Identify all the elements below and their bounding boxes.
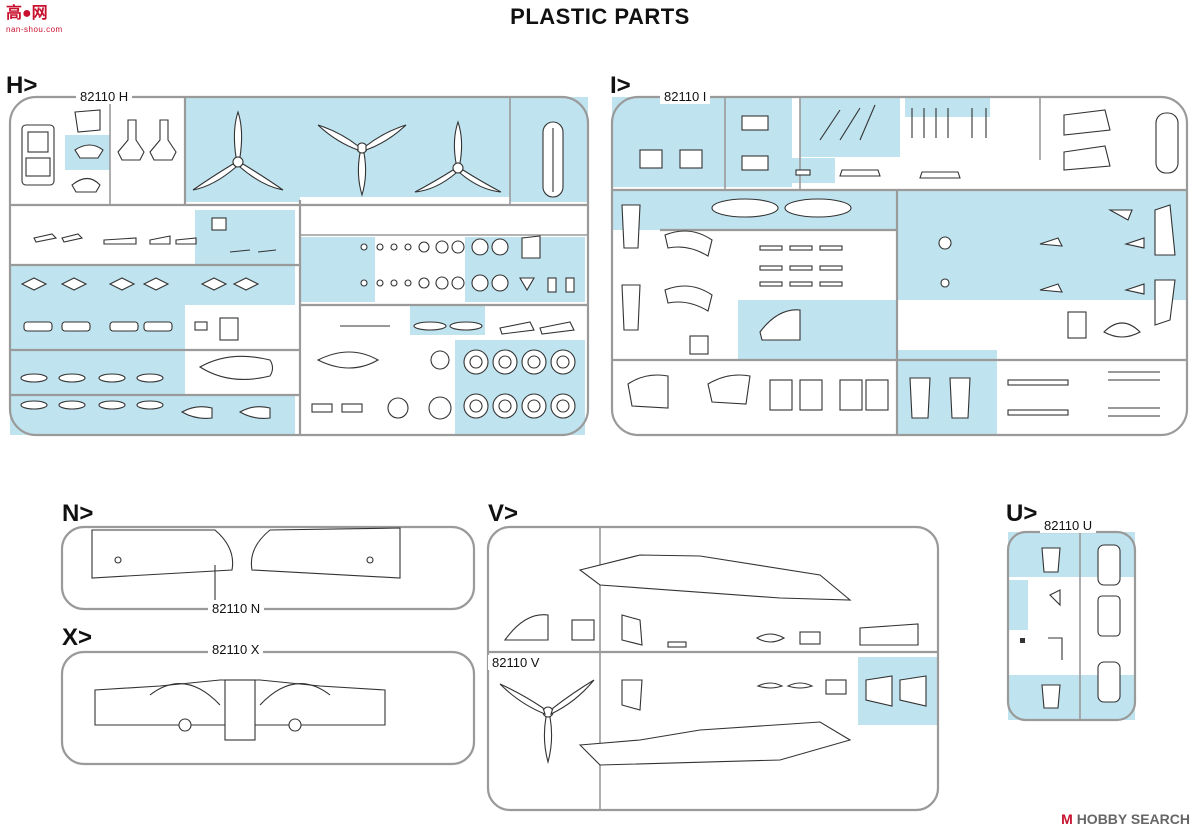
sprue-x <box>60 650 476 766</box>
page-title: PLASTIC PARTS <box>510 4 690 29</box>
watermark-left-brand: 高●网 <box>6 5 48 22</box>
sprue-h <box>8 95 590 437</box>
sprue-u <box>1006 530 1137 722</box>
sprue-n-label: N> <box>62 500 94 527</box>
sprue-h-label: H> <box>6 72 38 99</box>
sprue-n-code: 82110 N <box>208 601 265 616</box>
watermark-left-url: nan-shou.com <box>6 25 63 34</box>
sprue-h-code: 82110 H <box>76 89 133 104</box>
sprue-v-label: V> <box>488 500 519 527</box>
sprue-i <box>610 95 1189 437</box>
watermark-left: 高●网 nan-shou.com <box>6 6 63 38</box>
watermark-right: M HOBBY SEARCH <box>1061 811 1190 827</box>
watermark-right-mark: M <box>1061 811 1073 827</box>
sprue-i-label: I> <box>610 72 631 99</box>
sprue-i-code: 82110 I <box>660 89 711 104</box>
watermark-right-brand: HOBBY SEARCH <box>1076 811 1190 827</box>
sprue-u-code: 82110 U <box>1040 518 1097 533</box>
sprue-n <box>60 525 476 611</box>
sprue-v <box>486 525 940 812</box>
sprue-x-label: X> <box>62 624 93 651</box>
sprue-x-code: 82110 X <box>208 642 264 657</box>
sprue-v-code: 82110 V <box>488 655 544 670</box>
sprue-u-label: U> <box>1006 500 1038 527</box>
